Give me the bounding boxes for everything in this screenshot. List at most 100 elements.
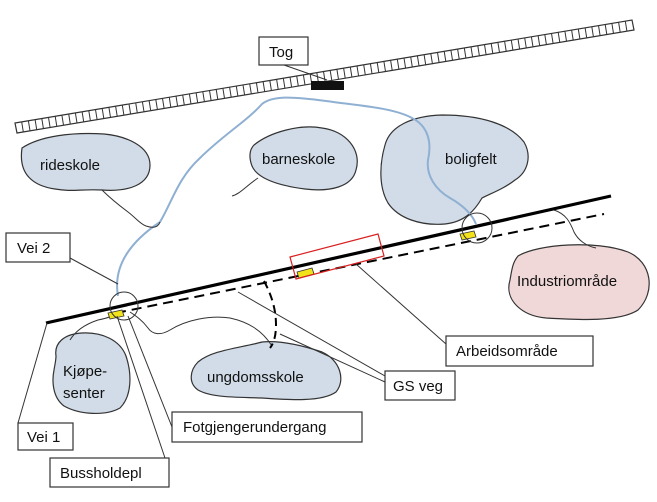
rail-tie	[376, 62, 380, 73]
leader-bussholdepl	[116, 315, 166, 459]
label-industriomrade: Industriområde	[517, 273, 617, 290]
rail-tie	[524, 37, 527, 48]
rail-tie	[403, 58, 407, 69]
rail-tie	[48, 117, 51, 128]
rail-tie	[21, 121, 24, 132]
rail-tie	[577, 28, 581, 40]
rail-tie	[530, 36, 534, 47]
rail-tie	[571, 30, 574, 41]
rail-tie	[255, 82, 259, 93]
rail-tie	[135, 102, 138, 113]
rail-tie	[584, 27, 588, 38]
rail-tie	[591, 26, 594, 37]
rail-tie	[81, 111, 85, 122]
callout-box-bussholdepl	[49, 457, 170, 488]
rail-tie	[282, 78, 286, 89]
rail-tie	[182, 94, 185, 106]
rail-tie	[222, 88, 225, 99]
rail-tie	[504, 41, 507, 52]
leader-tog	[283, 64, 328, 81]
rail-tie	[61, 115, 64, 126]
label-barneskole: barneskole	[262, 151, 335, 168]
rail-tie	[128, 103, 132, 115]
rail-tie	[162, 98, 165, 109]
rail-tie	[316, 72, 319, 83]
rail-tie	[34, 119, 38, 130]
rail-tie	[369, 63, 373, 74]
rail-tie	[229, 87, 232, 98]
area-kjopesenter	[52, 332, 131, 414]
leader-gsveg-b	[237, 291, 386, 377]
rail-tie	[235, 86, 239, 97]
area-boligfelt	[380, 114, 529, 225]
railway-track	[14, 19, 635, 134]
rail-tie	[249, 83, 252, 94]
rail-tie	[289, 77, 293, 88]
rail-tie	[27, 120, 31, 131]
rail-tie	[155, 99, 158, 110]
label-rideskole: rideskole	[40, 157, 100, 174]
rail-tie	[343, 68, 346, 79]
rail-tie	[598, 25, 601, 36]
rail-tie	[148, 100, 152, 111]
callout-vei1: Vei 1	[27, 429, 60, 446]
callout-box-fotgjenger	[171, 411, 363, 443]
rail-tie	[564, 31, 567, 42]
rail-tie	[604, 24, 608, 35]
rail-tie	[497, 42, 500, 53]
connector-ungdomsskole	[129, 311, 273, 347]
rail-tie	[302, 74, 306, 85]
rail-tie	[88, 110, 91, 121]
rail-tie	[356, 65, 360, 76]
rail-tie	[296, 75, 299, 87]
bus-stop-left	[107, 309, 125, 320]
connector-industri	[553, 209, 597, 249]
rail-tie	[437, 52, 440, 63]
gs-veg-path	[115, 213, 605, 314]
rail-tie	[450, 50, 453, 61]
rail-tie	[202, 91, 205, 102]
callout-box-gsveg	[384, 370, 456, 401]
rail-tie	[168, 97, 172, 108]
label-ungdomsskole: ungdomsskole	[207, 369, 304, 386]
rail-tie	[416, 55, 420, 66]
rail-tie	[537, 35, 541, 46]
rail-tie	[115, 106, 118, 117]
rail-tie	[54, 116, 58, 127]
rail-tie	[41, 118, 44, 129]
leader-vei2	[69, 257, 119, 285]
rail-tie	[101, 108, 105, 119]
rail-tie	[215, 89, 219, 100]
rail-tie	[349, 66, 353, 78]
bus-stop-right	[459, 230, 477, 241]
callout-box-vei1	[17, 422, 74, 451]
rail-tie	[611, 23, 614, 34]
rail-tie	[490, 43, 494, 54]
rail-tie	[463, 47, 467, 59]
gs-veg-branch	[263, 280, 278, 349]
rail-tie	[477, 45, 480, 56]
rail-tie	[517, 38, 521, 50]
callout-vei2: Vei 2	[17, 240, 50, 257]
rail-tie	[443, 51, 447, 62]
rail-tie	[95, 109, 98, 120]
rail-tie	[188, 93, 192, 104]
area-ungdomsskole	[190, 341, 342, 401]
rail-tie	[557, 32, 561, 43]
rail-tie	[68, 113, 71, 125]
callout-box-tog	[258, 36, 309, 66]
rail-tie	[336, 69, 339, 80]
leader-fotgjenger	[127, 315, 173, 428]
callout-fotgjenger: Fotgjengerundergang	[183, 419, 326, 436]
rail-tie	[175, 96, 179, 107]
rail-tie	[262, 81, 266, 92]
rail-tie	[457, 49, 460, 60]
leader-arbeidsomrade	[355, 263, 447, 345]
label-kjopesenter-line2: senter	[63, 385, 105, 402]
callout-tog: Tog	[269, 44, 293, 61]
area-industriomrade	[508, 244, 650, 321]
rail-tie	[544, 34, 547, 45]
leader-gsveg-a	[279, 333, 386, 383]
rail-tie	[470, 46, 474, 57]
